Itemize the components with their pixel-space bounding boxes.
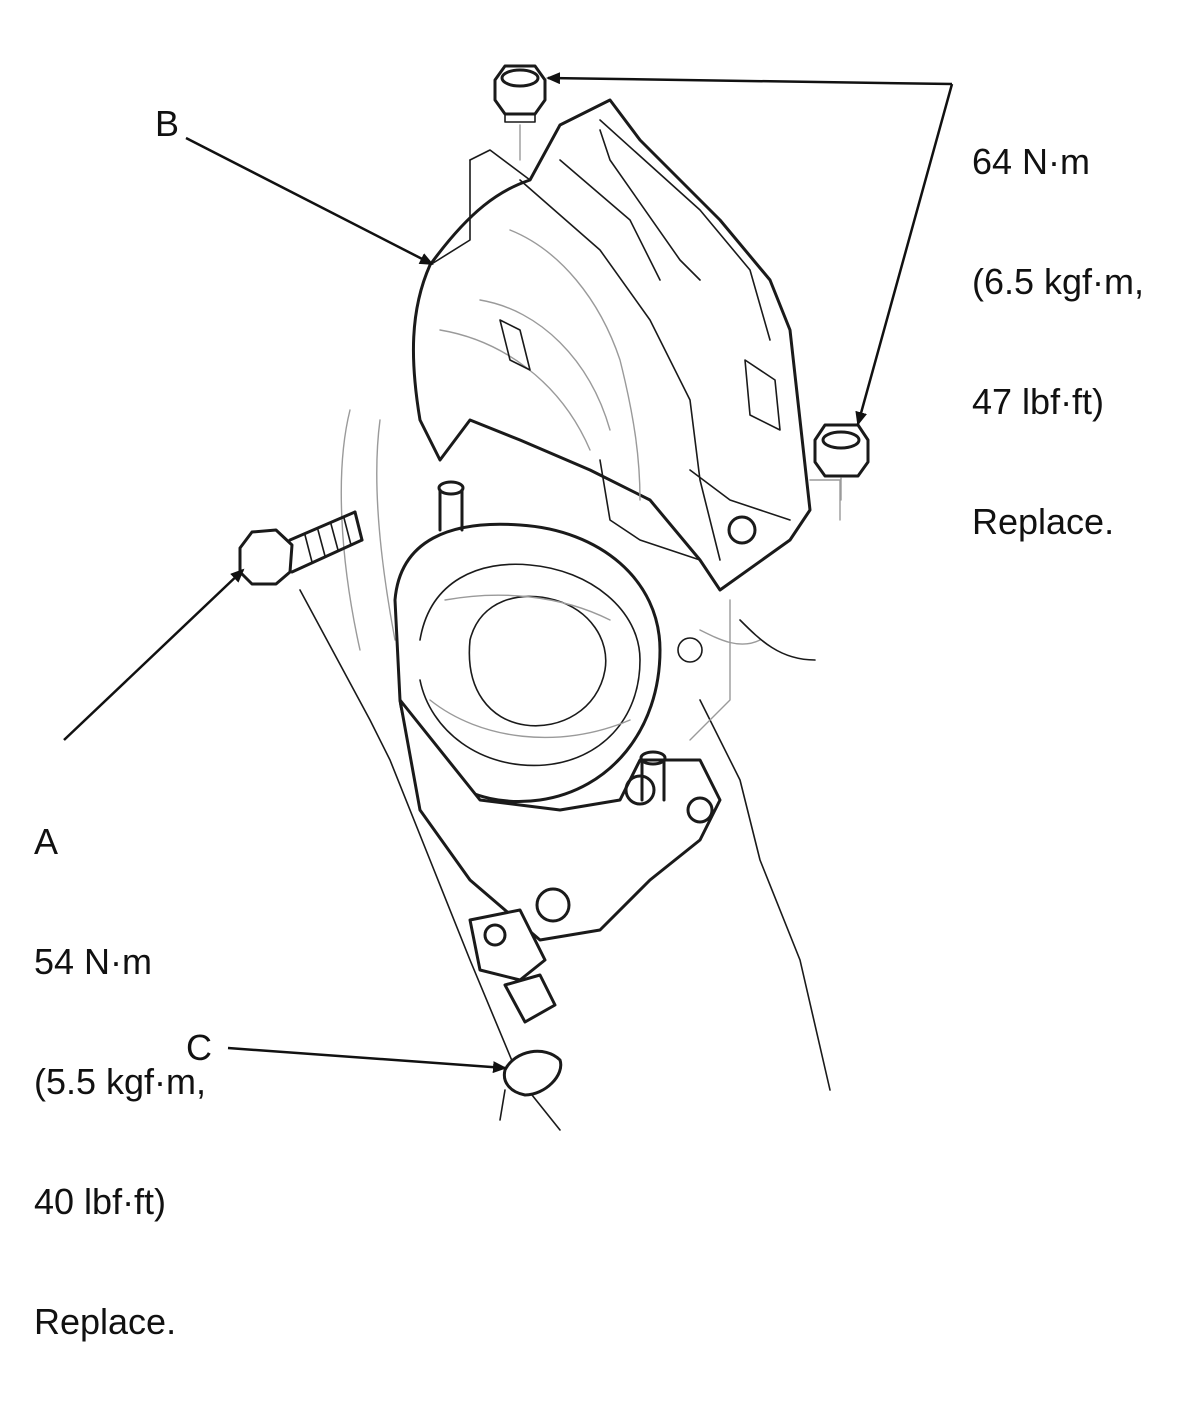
torque-lbf: 40 lbf·ft) <box>34 1181 167 1222</box>
callout-letter-b: B <box>155 103 180 144</box>
background-frame-outline <box>299 409 841 1131</box>
callout-letter-a: A <box>34 821 59 862</box>
bolt-a <box>238 510 364 586</box>
replace-note: Replace. <box>972 501 1115 542</box>
torque-nm: 64 N·m <box>972 141 1091 182</box>
lower-mount-body <box>393 480 722 1121</box>
torque-nm: 54 N·m <box>34 941 153 982</box>
replace-note: Replace. <box>34 1301 177 1342</box>
diagram-drawing <box>63 64 954 1131</box>
leader-right-nut <box>855 83 954 426</box>
callout-letter-c: C <box>186 1027 212 1068</box>
leader-c <box>227 1046 507 1074</box>
engine-mount-diagram: 64 N·m (6.5 kgf·m, 47 lbf·ft) Replace. A… <box>34 62 1144 1342</box>
torque-kgf: (5.5 kgf·m, <box>34 1061 207 1102</box>
top-nut-torque-label: 64 N·m (6.5 kgf·m, 47 lbf·ft) Replace. <box>972 62 1144 622</box>
leader-a <box>63 568 245 741</box>
top-nut <box>493 64 547 161</box>
right-nut <box>813 423 870 501</box>
upper-bracket-b <box>411 98 812 592</box>
bolt-a-label: A 54 N·m (5.5 kgf·m, 40 lbf·ft) Replace. <box>34 742 206 1422</box>
leader-top-nut <box>546 72 953 86</box>
leader-b <box>185 136 434 266</box>
torque-kgf: (6.5 kgf·m, <box>972 261 1145 302</box>
torque-lbf: 47 lbf·ft) <box>972 381 1105 422</box>
